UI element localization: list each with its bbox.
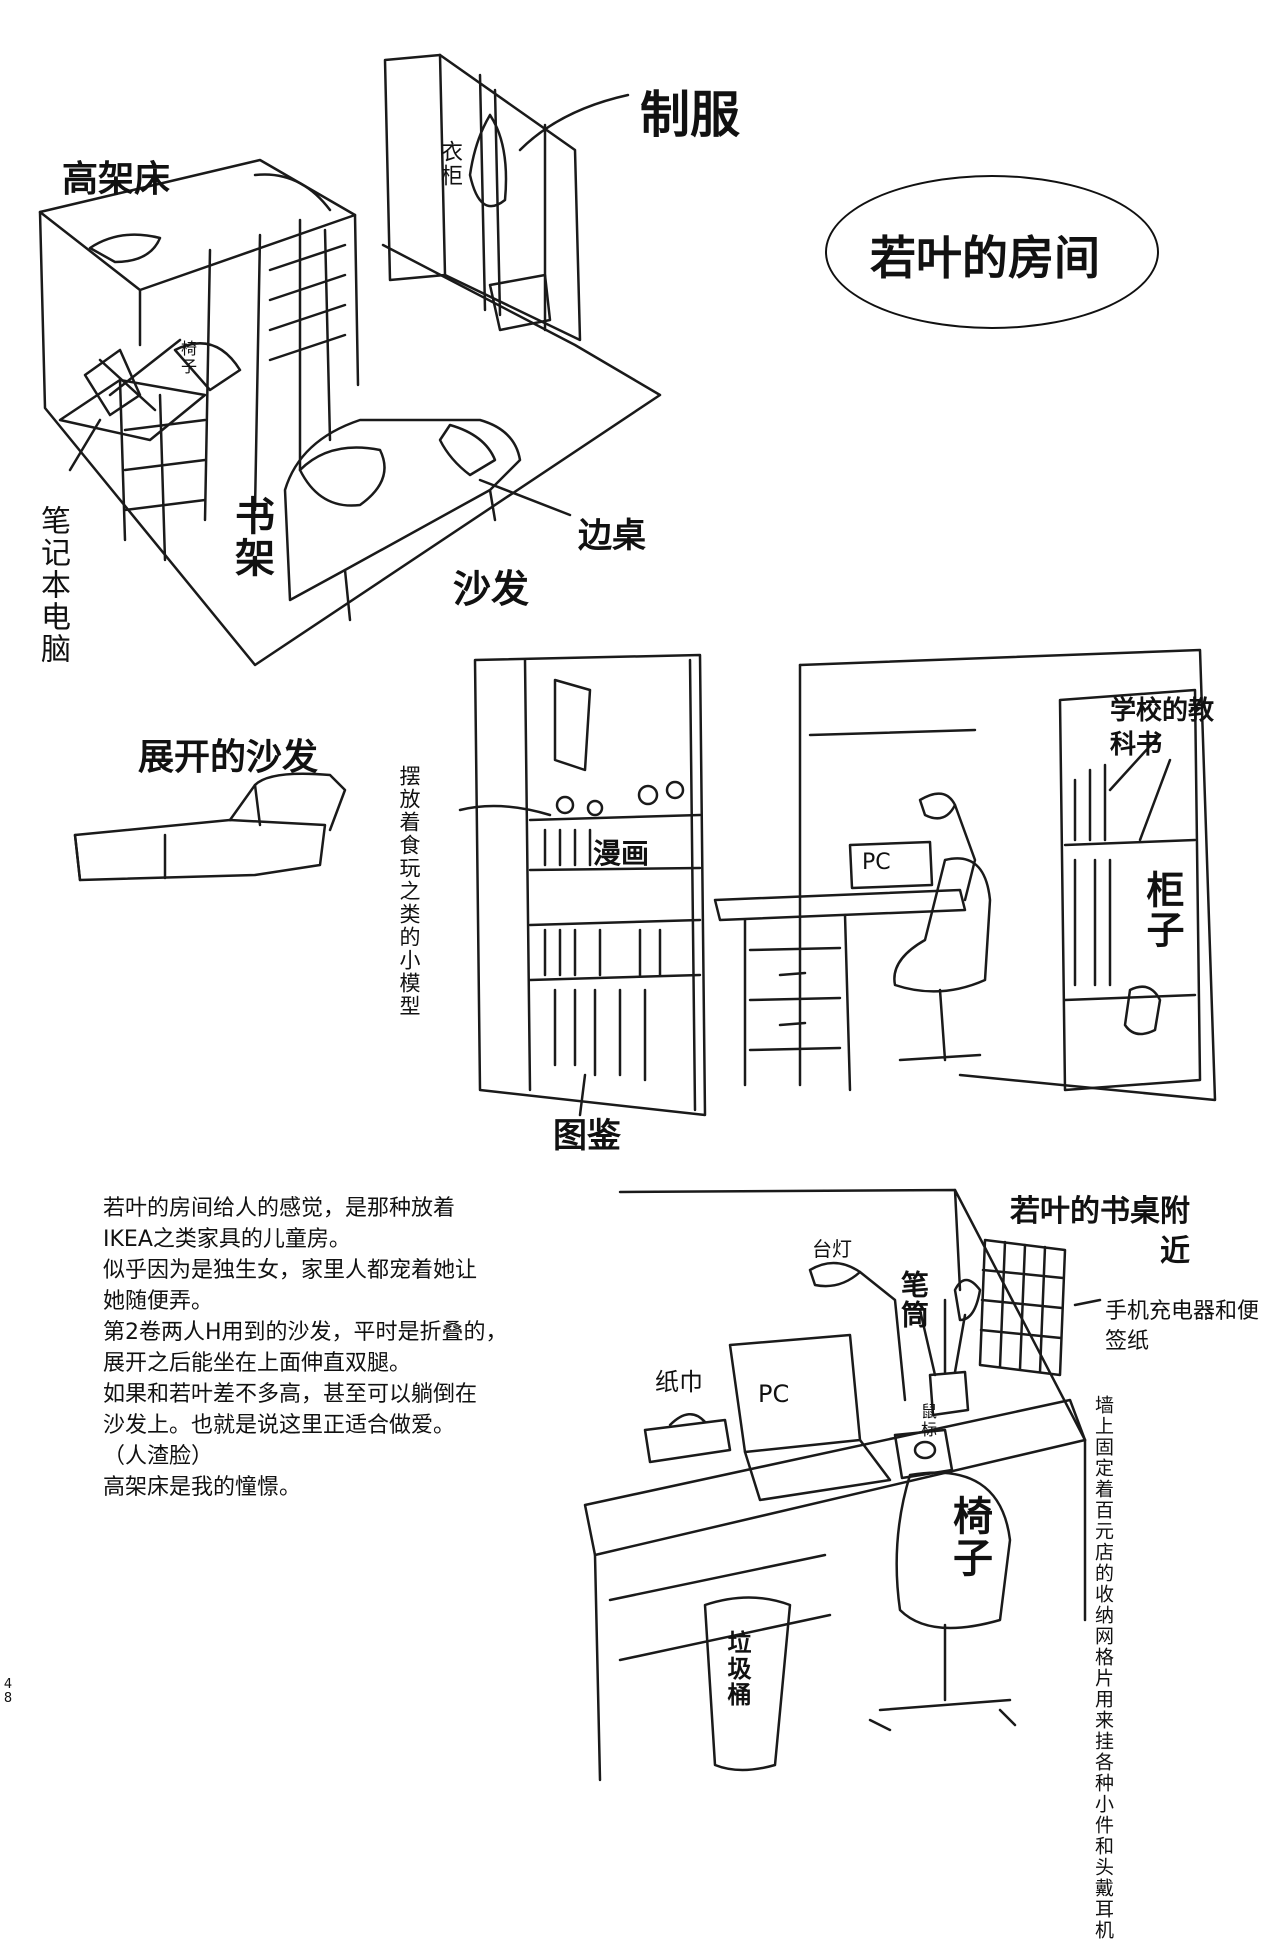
label-charger: 手机充电器和便签纸 — [1105, 1299, 1260, 1354]
story-line: 如果和若叶差不多高，甚至可以躺倒在 — [103, 1382, 478, 1407]
label-desk-area: 若叶的书桌附近 — [1010, 1194, 1190, 1269]
label-laptop: 笔记本电脑 — [35, 505, 70, 665]
story-line: 她随便弄。 — [103, 1289, 214, 1314]
label-cabinet: 柜子 — [1140, 870, 1184, 950]
label-chair-bottom: 椅子 — [946, 1495, 992, 1579]
label-loft-bed: 高架床 — [62, 159, 171, 200]
room-sketch-illustration — [38, 53, 1217, 1782]
room-title: 若叶的房间 — [870, 231, 1100, 285]
label-unfolded-sofa: 展开的沙发 — [138, 737, 319, 778]
label-sofa: 沙发 — [453, 567, 530, 611]
page-number-digit: 8 — [3, 1691, 13, 1706]
label-desk-lamp: 台灯 — [812, 1237, 852, 1261]
story-line: 高架床是我的憧憬。 — [103, 1475, 302, 1500]
room-title-bubble — [825, 175, 1159, 329]
isometric-room-drawing — [38, 53, 662, 667]
label-bookshelf: 书架 — [228, 495, 274, 579]
page-number-digit: 4 — [3, 1677, 13, 1692]
desk-area-drawing — [583, 1188, 1102, 1782]
label-manga: 漫画 — [593, 837, 650, 870]
label-tissue: 纸巾 — [655, 1368, 703, 1396]
story-line: 沙发上。也就是说这里正适合做爱。 — [103, 1413, 456, 1438]
label-pc-bottom: PC — [758, 1380, 790, 1408]
label-school-books: 学校的教科书 — [1110, 696, 1215, 760]
page-number: 4 8 — [1, 1678, 15, 1706]
label-pen-holder: 笔筒 — [897, 1270, 930, 1330]
story-line: 第2卷两人H用到的沙发，平时是折叠的， — [103, 1320, 508, 1345]
story-line: 若叶的房间给人的感觉，是那种放着 — [103, 1196, 456, 1221]
story-line: （人渣脸） — [103, 1444, 214, 1469]
story-text-block: 若叶的房间给人的感觉，是那种放着 IKEA之类家具的儿童房。 似乎因为是独生女，… — [103, 1193, 613, 1503]
label-mousepad: 鼠标 — [918, 1403, 937, 1439]
label-wardrobe: 衣柜 — [437, 140, 462, 188]
label-trash-can: 垃圾桶 — [723, 1630, 751, 1708]
label-chair-top: 椅子 — [178, 340, 197, 376]
bookshelf-desk-drawing — [458, 648, 1217, 1117]
label-pc-mid: PC — [862, 850, 891, 875]
story-line: IKEA之类家具的儿童房。 — [103, 1227, 351, 1252]
story-line: 展开之后能坐在上面伸直双腿。 — [103, 1351, 412, 1376]
unfolded-sofa-drawing — [73, 772, 347, 882]
story-line: 似乎因为是独生女，家里人都宠着她让 — [103, 1258, 478, 1283]
label-wall-grid-note: 墙上固定着百元店的收纳网格片用来挂各种小件和头戴耳机 — [1092, 1395, 1114, 1941]
label-figures-note: 摆放着食玩之类的小模型 — [397, 765, 421, 1018]
label-encyclopedia: 图鉴 — [553, 1116, 621, 1156]
label-uniform: 制服 — [640, 86, 740, 144]
label-side-table: 边桌 — [578, 516, 646, 556]
